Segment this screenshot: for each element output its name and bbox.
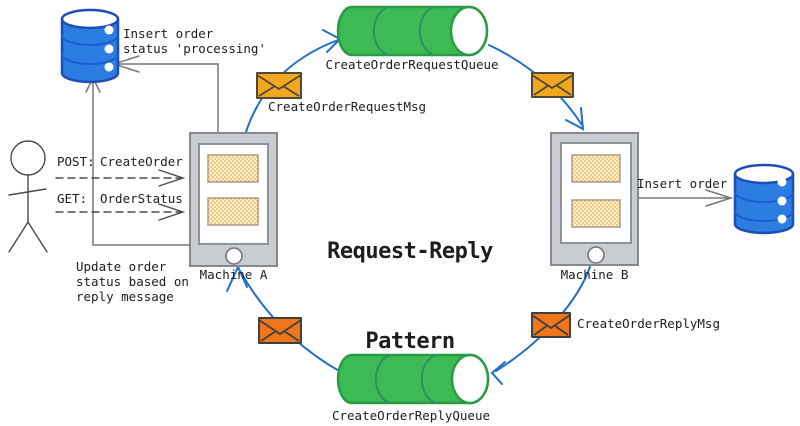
reply-msg-label: CreateOrderReplyMsg [577, 316, 720, 331]
insert-order-status-note: Insert order status 'processing' [123, 26, 266, 56]
request-queue-label: CreateOrderRequestQueue [325, 57, 499, 72]
post-createorder-arrow [55, 169, 186, 187]
right-database-icon [733, 163, 795, 235]
reply-queue-cylinder-icon [336, 353, 490, 405]
machineB-insert-order-arrow [638, 189, 734, 207]
diagram-title-line2: Pattern [365, 329, 455, 354]
home-button-icon [225, 247, 243, 265]
get-name-label: OrderStatus [100, 191, 183, 206]
reply-queue-label: CreateOrderReplyQueue [331, 408, 491, 423]
post-method-label: POST: [57, 154, 95, 169]
person-icon [8, 140, 48, 253]
request-queue-cylinder-icon [336, 5, 489, 57]
reply-msg-envelope-left-icon [258, 317, 302, 344]
get-method-label: GET: [57, 191, 88, 206]
machine-a-tablet-icon [189, 132, 278, 267]
request-msg-envelope-left-icon [256, 72, 302, 99]
machine-b-label: Machine B [560, 267, 629, 282]
home-button-icon [587, 246, 605, 264]
post-name-label: CreateOrder [100, 154, 183, 169]
diagram-title-line1: Request-Reply [327, 239, 493, 264]
left-database-icon [60, 8, 120, 84]
insert-order-label: Insert order [637, 176, 728, 191]
request-msg-label: CreateOrderRequestMsg [268, 99, 427, 114]
request-msg-envelope-right-icon [531, 72, 574, 98]
diagram-title: Request-Reply Pattern [310, 177, 510, 417]
reply-msg-envelope-right-icon [531, 312, 571, 338]
get-orderstatus-arrow [55, 203, 186, 221]
machine-a-label: Machine A [199, 267, 268, 282]
machineA-to-db-insert-arrow [111, 55, 219, 133]
update-order-status-note: Update order status based on reply messa… [76, 259, 189, 304]
machine-b-tablet-icon [550, 132, 639, 266]
